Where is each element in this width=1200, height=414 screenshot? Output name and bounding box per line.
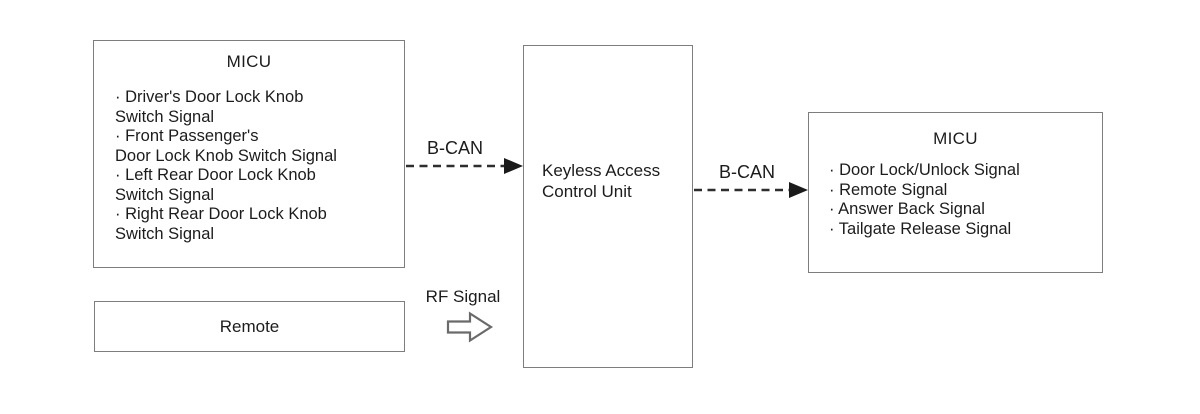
right-micu-box: MICU · Door Lock/Unlock Signal · Remote … xyxy=(808,112,1103,273)
signal-line: Switch Signal xyxy=(115,224,215,243)
signal-line: Switch Signal xyxy=(115,185,215,204)
signal-line: · Driver's Door Lock Knob xyxy=(115,88,304,106)
control-unit-label: Keyless Access Control Unit xyxy=(542,160,660,202)
bcan-right-label: B-CAN xyxy=(718,162,775,182)
bcan-dashed-arrow-right-icon xyxy=(694,182,808,198)
remote-label: Remote xyxy=(219,316,280,336)
control-unit-label-line2: Control Unit xyxy=(542,182,632,201)
signal-line: · Front Passenger's xyxy=(115,127,259,145)
rf-signal-label: RF Signal xyxy=(425,287,501,306)
bcan-dashed-arrow-left-icon xyxy=(406,158,523,174)
signal-line: · Answer Back Signal xyxy=(829,200,985,218)
signal-line: · Door Lock/Unlock Signal xyxy=(829,161,1020,179)
signal-line: Door Lock Knob Switch Signal xyxy=(115,146,337,165)
signal-line: Switch Signal xyxy=(115,107,215,126)
right-micu-title: MICU xyxy=(933,129,978,148)
remote-box: Remote xyxy=(94,301,405,352)
rf-block-arrow-icon xyxy=(446,311,494,343)
left-micu-title: MICU xyxy=(226,52,272,71)
signal-line: · Tailgate Release Signal xyxy=(829,219,1012,238)
right-micu-signal-list: · Door Lock/Unlock Signal · Remote Signa… xyxy=(829,161,1102,239)
bcan-left-label: B-CAN xyxy=(426,138,483,158)
signal-line: · Left Rear Door Lock Knob xyxy=(115,166,316,184)
left-micu-box: MICU · Driver's Door Lock Knob Switch Si… xyxy=(93,40,405,268)
signal-line: · Remote Signal xyxy=(829,180,948,199)
left-micu-signal-list: · Driver's Door Lock Knob Switch Signal … xyxy=(115,88,404,244)
signal-line: · Right Rear Door Lock Knob xyxy=(115,205,327,223)
control-unit-label-line1: Keyless Access xyxy=(542,161,661,180)
control-unit-box: Keyless Access Control Unit xyxy=(523,45,693,368)
